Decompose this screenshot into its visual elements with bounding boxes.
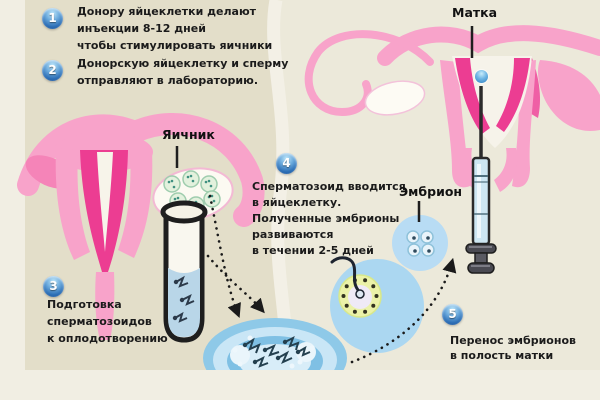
embryo-label: Эмбрион: [399, 184, 463, 199]
ovary-with-eggs: [152, 167, 234, 221]
uterus-label: Матка: [452, 5, 498, 20]
test-tube-illustration: [160, 200, 208, 343]
ovary-label: Яичник: [162, 127, 215, 142]
step-badge-1: 1: [42, 8, 63, 29]
step-badge-2: 2: [42, 60, 63, 81]
label-pointer-lines: [175, 26, 474, 222]
icsi-injection-illustration: [330, 256, 424, 353]
right-uterus-illustration: [304, 25, 600, 192]
step-2-text: Донорскую яйцеклетку и сперму отправляют…: [77, 57, 289, 87]
step-4-text: Сперматозоид вводится в яйцеклетку. Полу…: [252, 180, 406, 257]
embryo-dot: [475, 70, 488, 83]
step-1-text: Донору яйцеклетки делают инъекции 8-12 д…: [77, 5, 273, 52]
step-5-text: Перенос эмбрионов в полость матки: [450, 334, 576, 362]
step-3-text: Подготовка сперматозоидов к оплодотворен…: [47, 298, 168, 345]
embryo-cell-illustration: [392, 215, 448, 271]
syringe-illustration: [465, 86, 497, 274]
left-uterus-illustration: [17, 113, 265, 340]
step-badge-4: 4: [276, 153, 297, 174]
step-badge-3: 3: [43, 276, 64, 297]
bottom-strip: [0, 370, 600, 400]
dotted-arrows: [206, 194, 457, 364]
step-badge-5: 5: [442, 304, 463, 325]
